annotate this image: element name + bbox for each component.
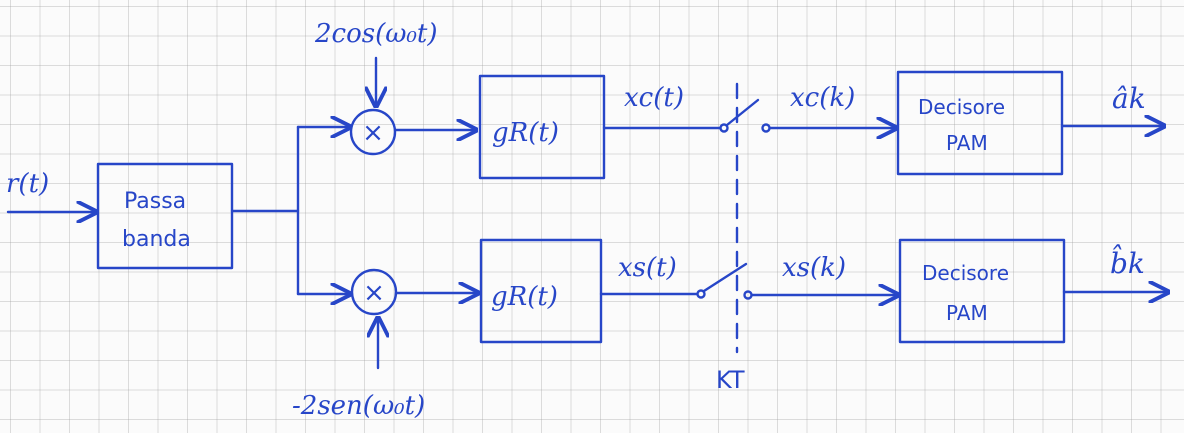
bandpass-label-line1: Passa <box>124 189 186 214</box>
top-decisor-label-line2: PAM <box>946 131 988 155</box>
a-hat-output-label: âk <box>1112 82 1146 115</box>
top-sampler-switch <box>725 98 760 127</box>
bottom-sampler-switch <box>702 262 748 293</box>
xc-t-label: xc(t) <box>624 83 684 113</box>
top-carrier-label: 2cos(ω₀t) <box>314 19 437 49</box>
top-sampler-contact-right <box>761 123 771 133</box>
bottom-mixer-symbol: × <box>363 278 385 308</box>
bottom-receive-filter-block <box>479 238 603 344</box>
input-signal-label: r(t) <box>6 169 49 199</box>
top-mixer-symbol: × <box>362 118 384 148</box>
top-decisor-label-line1: Decisore <box>918 95 1005 119</box>
xs-k-label: xs(k) <box>782 253 846 283</box>
sampling-instant-label: KT <box>716 366 745 394</box>
bandpass-filter-block <box>96 162 234 270</box>
top-mixer <box>349 108 397 156</box>
bottom-carrier-label: -2sen(ω₀t) <box>292 391 425 421</box>
bottom-pam-decisor-block <box>898 238 1066 344</box>
top-receive-filter-label: gR(t) <box>492 118 559 148</box>
bottom-sampler-contact-left <box>696 289 706 299</box>
b-hat-output-label: b̂k <box>1110 245 1145 280</box>
top-pam-decisor-block <box>896 70 1064 176</box>
xs-t-label: xs(t) <box>618 253 677 283</box>
bottom-decisor-label-line1: Decisore <box>922 261 1009 285</box>
bandpass-label-line2: banda <box>122 227 191 252</box>
top-sampler-contact-left <box>719 123 729 133</box>
bottom-receive-filter-label: gR(t) <box>491 282 558 312</box>
xc-k-label: xc(k) <box>790 83 855 113</box>
bottom-decisor-label-line2: PAM <box>946 301 988 325</box>
bottom-sampler-contact-right <box>743 290 753 300</box>
